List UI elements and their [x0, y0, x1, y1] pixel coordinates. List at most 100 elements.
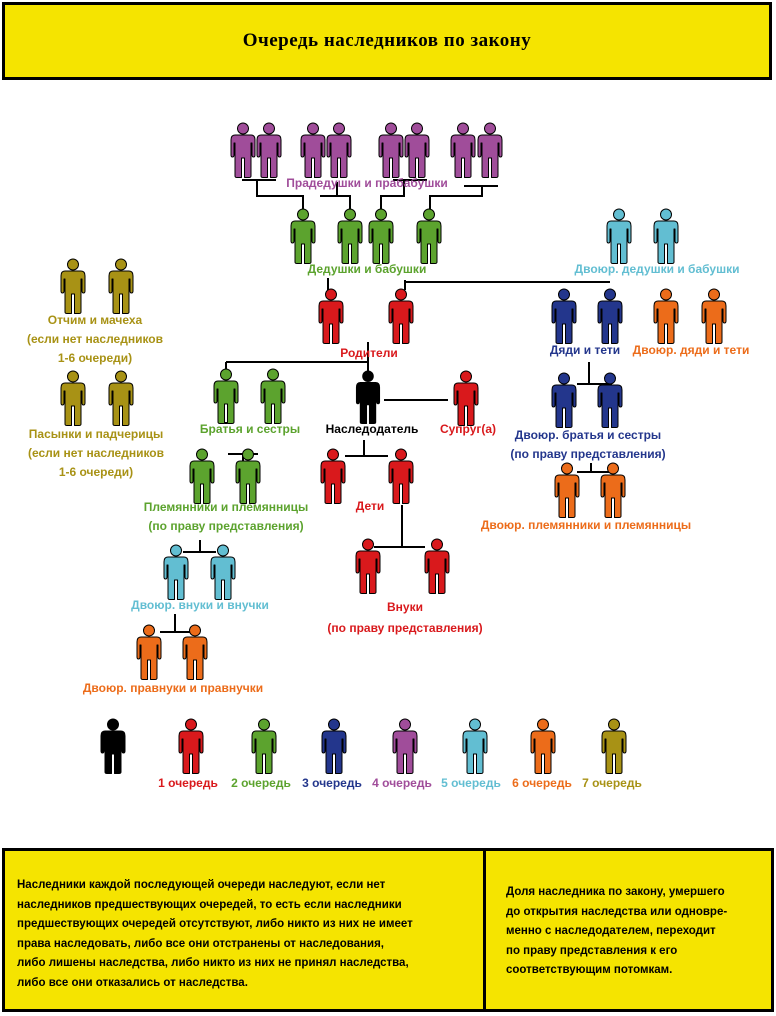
legend-label-q6: 6 очередь [512, 776, 572, 790]
person-icon [163, 544, 189, 600]
label-cousin-grandparents: Двоюр. дедушки и бабушки [574, 262, 740, 276]
legend-q6-icon [530, 718, 556, 774]
footer-right-line: до открытия наследства или одновре- [506, 905, 728, 918]
person-icon [326, 122, 352, 178]
label-children: Дети [355, 499, 385, 513]
person-icon [189, 448, 215, 504]
person-icon [450, 122, 476, 178]
legend-q1-icon [178, 718, 204, 774]
person-icon [653, 208, 679, 264]
person-icon [230, 122, 256, 178]
page-title: Очередь наследников по закону [242, 30, 532, 51]
legend-label-q5: 5 очередь [441, 776, 501, 790]
label-siblings: Братья и сестры [199, 422, 301, 436]
person-icon [368, 208, 394, 264]
label-stepparents-note2: 1-6 очереди) [57, 351, 133, 365]
label-stepchildren: Пасынки и падчерицы [28, 427, 164, 441]
footer-left-box: Наследники каждой последующей очереди на… [2, 848, 486, 1012]
label-nephews-note: (по праву представления) [148, 519, 304, 533]
footer-left-line: либо все они отказались от наследства. [17, 976, 248, 989]
person-icon [108, 370, 134, 426]
legend-label-q4: 4 очередь [372, 776, 432, 790]
label-cousin-uncles-aunts: Двоюр. дяди и тети [632, 343, 750, 357]
label-parents: Родители [340, 346, 398, 360]
person-icon [597, 288, 623, 344]
footer-left-line: либо лишены наследства, либо никто из ни… [17, 957, 409, 970]
person-icon [424, 538, 450, 594]
label-grandchildren-note: (по праву представления) [327, 621, 483, 635]
line-ggp3 [380, 179, 427, 210]
footer-left-line: права наследовать, либо все они отстране… [17, 937, 384, 950]
label-cousins: Двоюр. братья и сестры [514, 428, 662, 442]
label-grandchildren: Внуки [387, 600, 423, 614]
label-stepparents-note1: (если нет наследников [26, 332, 164, 346]
label-cousin-great-grandchildren: Двоюр. правнуки и правнучки [82, 681, 264, 695]
footer-right-box: Доля наследника по закону, умершего до о… [483, 848, 774, 1012]
person-icon [60, 370, 86, 426]
legend-testator-icon [100, 718, 126, 774]
person-icon [300, 122, 326, 178]
person-icon [477, 122, 503, 178]
person-icon [210, 544, 236, 600]
person-icon [318, 288, 344, 344]
label-grandparents: Дедушки и бабушки [307, 262, 427, 276]
person-icon [551, 288, 577, 344]
person-icon [355, 538, 381, 594]
label-stepchildren-note1: (если нет наследников [27, 446, 165, 460]
footer-left-line: Наследники каждой последующей очереди на… [17, 879, 386, 891]
label-stepchildren-note2: 1-6 очереди) [58, 465, 134, 479]
person-icon [136, 624, 162, 680]
testator-icon [355, 370, 381, 424]
person-icon [597, 372, 623, 428]
label-cousin-grandchildren: Двоюр. внуки и внучки [131, 598, 269, 612]
legend-q5-icon [462, 718, 488, 774]
person-icon [108, 258, 134, 314]
label-spouse: Супруг(а) [439, 422, 497, 436]
legend-label-q3: 3 очередь [302, 776, 362, 790]
footer-left-line: наследников предшествующих очередей, то … [17, 898, 402, 911]
footer-right-line: по праву представления к его [506, 944, 678, 957]
person-icon [554, 462, 580, 518]
legend-q3-icon [321, 718, 347, 774]
label-stepparents: Отчим и мачеха [47, 313, 143, 327]
line-ggp4 [429, 185, 498, 210]
person-icon [453, 370, 479, 426]
label-great-grandparents: Прадедушки и прабабушки [286, 176, 448, 190]
legend-q2-icon [251, 718, 277, 774]
footer-right-line: соответствующим потомкам. [506, 964, 673, 977]
person-icon [182, 624, 208, 680]
legend-label-q2: 2 очередь [231, 776, 291, 790]
label-cousin-nephews: Двоюр. племянники и племянницы [480, 518, 692, 532]
person-icon [337, 208, 363, 264]
line-ggp1 [242, 179, 304, 210]
label-testator: Наследодатель [325, 422, 419, 436]
person-icon [701, 288, 727, 344]
person-icon [388, 288, 414, 344]
footer-left-line: предшествующих очередей отсутствуют, либ… [17, 918, 413, 931]
header-banner: Очередь наследников по закону [2, 2, 772, 80]
label-nephews: Племянники и племянницы [143, 500, 309, 514]
person-icon [653, 288, 679, 344]
person-icon [260, 368, 286, 424]
person-icon [256, 122, 282, 178]
person-icon [416, 208, 442, 264]
legend-q4-icon [392, 718, 418, 774]
label-cousins-note: (по праву представления) [510, 447, 666, 461]
person-icon [60, 258, 86, 314]
legend-q7-icon [601, 718, 627, 774]
person-icon [404, 122, 430, 178]
legend-label-q7: 7 очередь [582, 776, 642, 790]
footer-right-line: менно с наследодателем, переходит [506, 925, 716, 938]
legend-label-q1: 1 очередь [158, 776, 218, 790]
person-icon [551, 372, 577, 428]
person-icon [235, 448, 261, 504]
person-icon [213, 368, 239, 424]
footer-right-line: Доля наследника по закону, умершего [506, 886, 725, 898]
person-icon [388, 448, 414, 504]
person-icon [378, 122, 404, 178]
person-icon [320, 448, 346, 504]
person-icon [290, 208, 316, 264]
person-icon [606, 208, 632, 264]
label-uncles-aunts: Дяди и тети [549, 343, 621, 357]
